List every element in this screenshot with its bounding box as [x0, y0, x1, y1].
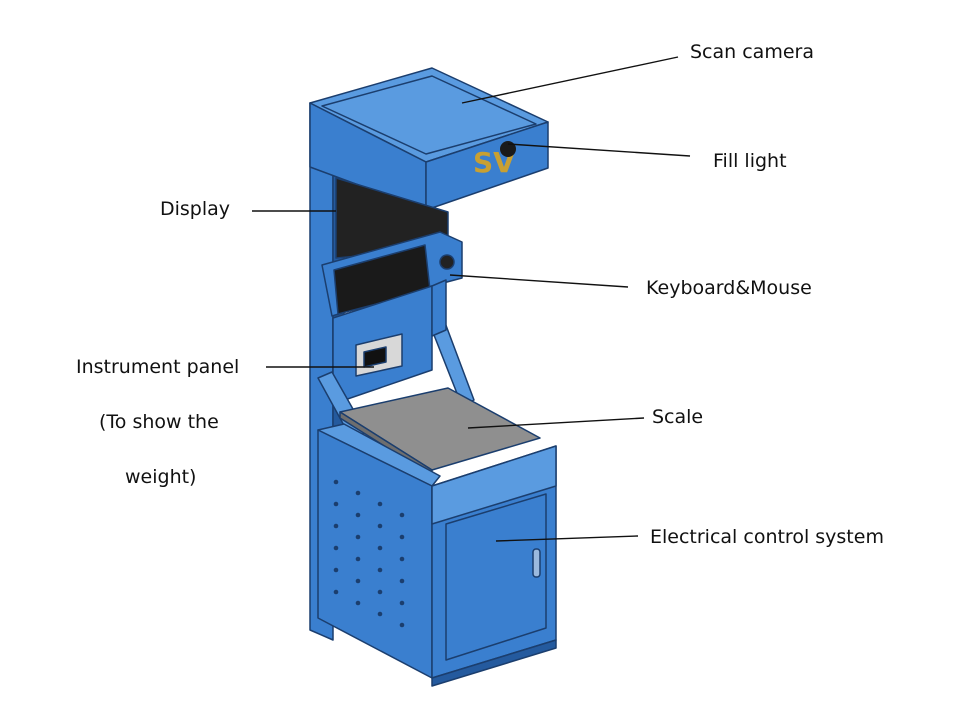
cabinet-base [431, 639, 557, 687]
vent-hole [377, 611, 383, 617]
vent-hole [333, 545, 339, 551]
label-instrument-note-line2: weight) [125, 466, 197, 488]
vent-holes [333, 479, 405, 628]
vent-hole [399, 600, 405, 606]
fill-light-lens [500, 141, 516, 157]
vent-hole [333, 501, 339, 507]
leader-fill-light [507, 143, 691, 157]
vent-hole [377, 545, 383, 551]
label-fill-light: Fill light [713, 150, 787, 172]
leader-scan-camera [461, 56, 679, 104]
vent-hole [355, 556, 361, 562]
leader-electrical-control [495, 535, 639, 542]
vent-hole [355, 600, 361, 606]
cabinet-door [445, 493, 547, 661]
vent-hole [377, 501, 383, 507]
leader-scale [467, 417, 645, 429]
vent-hole [333, 523, 339, 529]
label-instrument-note-line1: (To show the [99, 411, 219, 433]
label-display: Display [160, 198, 231, 220]
label-scan-camera: Scan camera [690, 41, 814, 63]
vent-hole [355, 534, 361, 540]
vent-hole [377, 589, 383, 595]
vent-hole [333, 567, 339, 573]
camera-housing-frame [321, 75, 537, 155]
vent-hole [399, 578, 405, 584]
door-handle [532, 548, 541, 578]
right-riser [431, 279, 447, 337]
mouse-pad [439, 254, 455, 270]
vent-hole [355, 512, 361, 518]
label-electrical-control-system: Electrical control system [650, 526, 884, 548]
vent-hole [399, 622, 405, 628]
vent-hole [355, 578, 361, 584]
vent-hole [377, 523, 383, 529]
instrument-panel-screen [363, 346, 387, 368]
label-instrument-panel: Instrument panel [76, 356, 240, 378]
label-scale: Scale [652, 406, 704, 428]
vent-hole [399, 556, 405, 562]
vent-hole [333, 479, 339, 485]
cabinet-front-band [431, 445, 557, 525]
vent-hole [333, 589, 339, 595]
vent-hole [399, 534, 405, 540]
vent-hole [377, 567, 383, 573]
vent-hole [399, 512, 405, 518]
vent-hole [355, 490, 361, 496]
leader-keyboard-mouse [449, 274, 629, 288]
label-keyboard-mouse: Keyboard&Mouse [646, 277, 812, 299]
